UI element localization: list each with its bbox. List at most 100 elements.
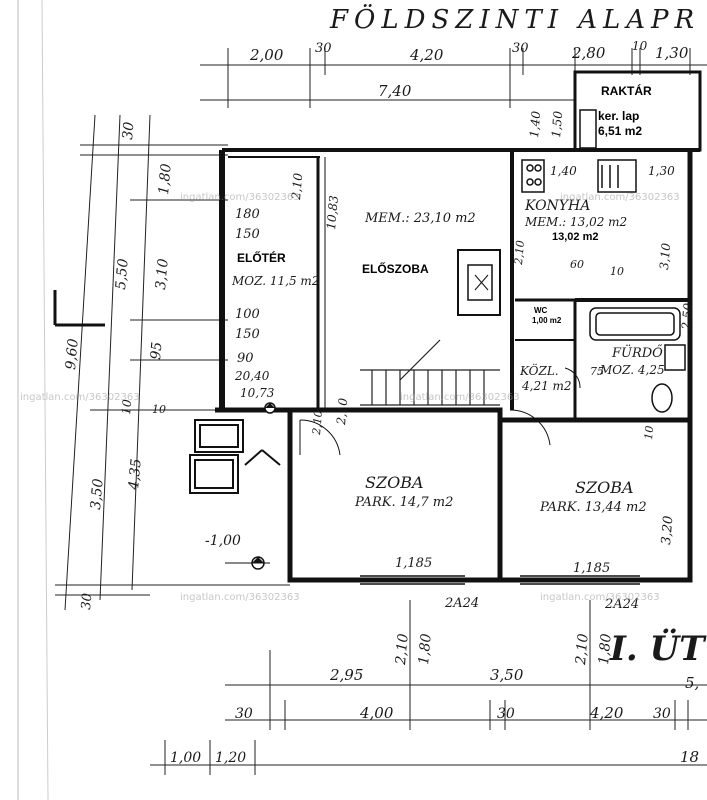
watermark-text: ingatlan.com/36302363 bbox=[560, 192, 680, 203]
room-area-wc: 1,00 m2 bbox=[532, 316, 562, 325]
szoba1-area: PARK. 14,7 m2 bbox=[354, 495, 453, 510]
dim-label: 95 bbox=[148, 341, 165, 360]
watermark-text: ingatlan.com/36302363 bbox=[180, 192, 300, 203]
dim-label: 4,20 bbox=[409, 46, 444, 64]
level-label: -1,00 bbox=[205, 533, 241, 549]
bottom-dimension-labels: 2,95 3,50 5, 30 4,00 30 4,20 30 1,00 1,2… bbox=[170, 666, 699, 766]
bath-fixtures bbox=[589, 307, 686, 413]
dim-label: 1,30 bbox=[648, 164, 675, 178]
kitchen-units bbox=[521, 159, 637, 193]
dim-label: 3,10 bbox=[153, 258, 172, 291]
dim-label: 1,20 bbox=[215, 750, 246, 766]
staircase bbox=[360, 339, 500, 406]
dim-label: 30 bbox=[79, 593, 95, 611]
dim-label: 30 bbox=[235, 706, 253, 722]
eloszoba-area: MEM.: 23,10 m2 bbox=[364, 211, 476, 226]
kozl-area: 4,21 m2 bbox=[521, 379, 572, 393]
dim-label: 30 bbox=[653, 706, 671, 722]
dim-label: 30 bbox=[315, 41, 332, 56]
dim-label: 1,50 bbox=[549, 110, 565, 138]
dim-label: 3,50 bbox=[88, 478, 107, 511]
dim-label: 3,50 bbox=[490, 666, 524, 684]
watermark-text: ingatlan.com/36302363 bbox=[180, 592, 300, 603]
eloter-dim: 180 bbox=[235, 207, 260, 222]
dim-label: 1,80 bbox=[416, 633, 435, 666]
dim-label: 2,10 bbox=[310, 410, 325, 437]
eloter-dim: 150 bbox=[235, 227, 260, 242]
dim-label: 75 bbox=[590, 365, 604, 378]
sill-label: 2A24 bbox=[604, 597, 639, 612]
room-area-raktar: 6,51 m2 bbox=[598, 124, 642, 138]
level-markers bbox=[225, 402, 276, 570]
furdo-name: FÜRDŐ bbox=[611, 344, 663, 361]
dim-label: 4,35 bbox=[126, 458, 145, 492]
room-name-eloszoba: ELŐSZOBA bbox=[362, 261, 429, 276]
dim-label: 10,83 bbox=[324, 194, 341, 230]
dim-label: 5, bbox=[685, 674, 699, 692]
win-width: 1,185 bbox=[573, 561, 610, 576]
dim-label: 2,95 bbox=[329, 666, 363, 684]
top-dimension-labels: 2,00 30 4,20 30 2,80 10 1,30 7,40 bbox=[249, 39, 689, 100]
room-name-wc: WC bbox=[534, 306, 548, 315]
konyha-area: MEM.: 13,02 m2 bbox=[524, 215, 627, 229]
dim-label: 2,00 bbox=[249, 46, 284, 64]
door-swings bbox=[299, 367, 581, 456]
dim-label: 9,60 bbox=[63, 338, 82, 371]
section-marker bbox=[53, 290, 105, 327]
dim-label: 18 bbox=[680, 748, 699, 766]
szoba2-name: SZOBA bbox=[575, 478, 634, 497]
furdo-area: MOZ. 4,25 bbox=[599, 363, 665, 377]
dim-label: 5,50 bbox=[113, 258, 132, 291]
windows bbox=[360, 575, 640, 585]
walls bbox=[215, 70, 702, 583]
eloter-dim: 20,40 bbox=[234, 369, 270, 383]
dim-label: 1,80 bbox=[156, 163, 175, 196]
eloter-dim: 90 bbox=[237, 351, 254, 366]
section-heading: I. ÜT bbox=[609, 628, 707, 669]
plan-title: FÖLDSZINTI ALAPR bbox=[329, 3, 700, 35]
window-height-labels: 2,10 1,80 2,10 1,80 bbox=[393, 633, 615, 667]
dim-label: 4,20 bbox=[589, 704, 624, 722]
room-note-raktar: ker. lap bbox=[598, 109, 639, 123]
left-dimensions bbox=[55, 114, 290, 611]
dim-label: 60 bbox=[570, 258, 584, 271]
konyha-label: KONYHA bbox=[524, 198, 590, 214]
dim-label: 2,10 bbox=[289, 172, 305, 201]
room-name-raktar: RAKTÁR bbox=[601, 83, 652, 98]
dim-label: 1,00 bbox=[170, 750, 201, 766]
dim-label: 30 bbox=[120, 121, 137, 140]
dim-label: 1,40 bbox=[550, 164, 577, 178]
margin-line bbox=[41, 0, 49, 800]
dim-label: 4,00 bbox=[359, 704, 394, 722]
szoba1-name: SZOBA bbox=[365, 473, 424, 492]
left-dimension-labels: 30 1,80 3,10 95 10 3,50 30 5,50 4,35 9,6… bbox=[63, 121, 175, 610]
dim-label: 1,40 bbox=[527, 110, 543, 138]
top-dimensions bbox=[200, 48, 707, 108]
dim-label: 7,40 bbox=[378, 82, 412, 100]
room-labels: RAKTÁR ker. lap 6,51 m2 ELŐTÉR ELŐSZOBA … bbox=[152, 83, 695, 612]
dim-label: 2,80 bbox=[571, 44, 606, 62]
eloter-dim: 150 bbox=[235, 327, 260, 342]
dim-label: 10 bbox=[642, 425, 656, 440]
dim-label: 10 bbox=[119, 398, 134, 415]
kozl-name: KÖZL. bbox=[519, 362, 559, 378]
entrance-steps bbox=[189, 419, 281, 494]
dim-label: 2,10 bbox=[512, 240, 527, 267]
dim-label: 10 bbox=[152, 403, 166, 416]
dim-label: 30 bbox=[497, 706, 515, 722]
dim-label: 30 bbox=[512, 41, 529, 56]
eloter-area: MOZ. 11,5 m2 bbox=[231, 274, 319, 288]
dim-label: 2,10 bbox=[334, 397, 350, 426]
dim-label: 3,20 bbox=[659, 515, 676, 545]
dim-label: 1,30 bbox=[655, 44, 689, 62]
szoba2-area: PARK. 13,44 m2 bbox=[539, 500, 647, 515]
watermarks: ingatlan.com/36302363 ingatlan.com/36302… bbox=[20, 192, 680, 603]
dim-label: 10 bbox=[610, 265, 624, 278]
level-label: 10,73 bbox=[240, 386, 275, 400]
bottom-dimensions bbox=[150, 600, 707, 775]
dim-label: 2,50 bbox=[679, 302, 695, 331]
dim-label: 3,10 bbox=[657, 242, 673, 270]
sill-label: 2A24 bbox=[444, 596, 479, 611]
dim-label: 2,10 bbox=[393, 633, 412, 667]
